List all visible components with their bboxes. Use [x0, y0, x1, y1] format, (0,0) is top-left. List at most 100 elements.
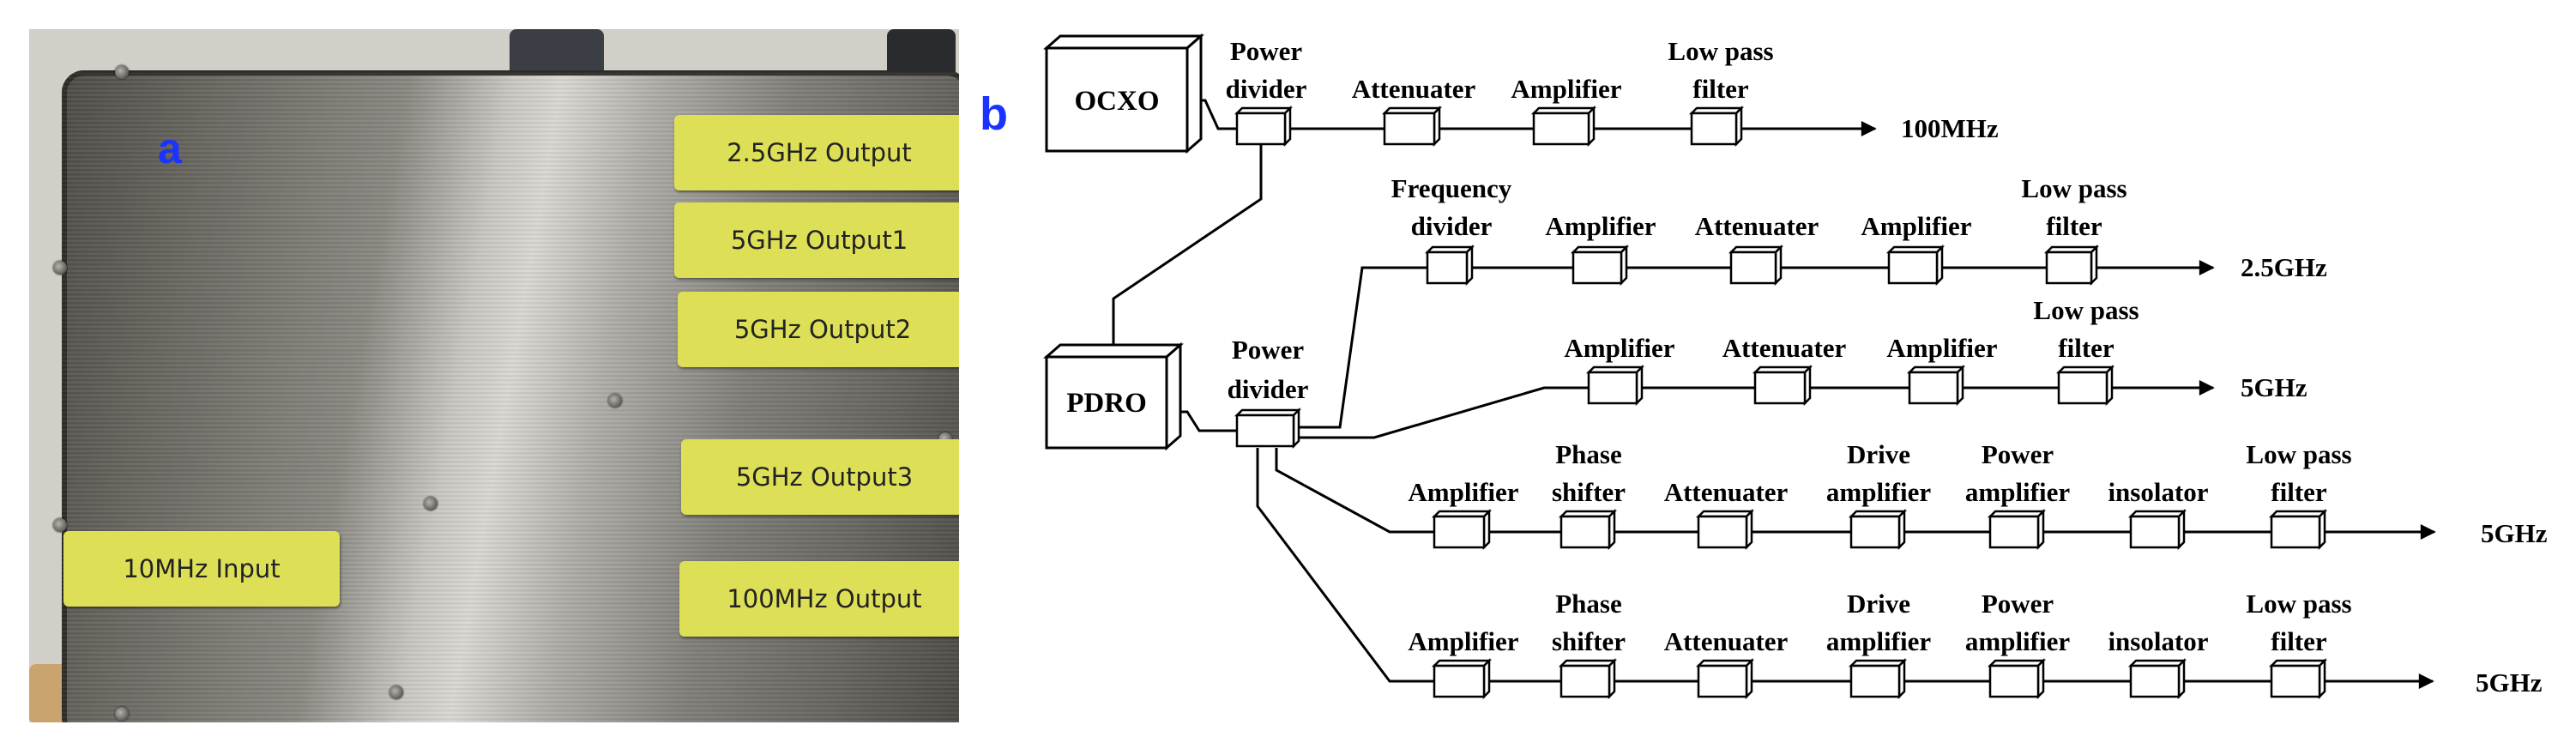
- amplifier-2a-block: [1570, 244, 1630, 287]
- label-100mhz-output: 100MHz Output: [679, 561, 959, 637]
- amplifier-3a-face: [1587, 371, 1638, 405]
- lpf-1-face: [1690, 112, 1738, 146]
- label-attenuater-3: Attenuater: [1722, 333, 1847, 363]
- label-lpf-3b: filter: [2058, 333, 2114, 363]
- amplifier-1-face: [1532, 112, 1590, 146]
- label-drive-amplifier-5b: amplifier: [1826, 626, 1931, 656]
- ocxo-label: OCXO: [1075, 86, 1160, 117]
- amplifier-3a-block: [1585, 364, 1645, 407]
- label-power-divider-2a: Power: [1232, 335, 1305, 365]
- label-power-divider-2b: divider: [1228, 374, 1309, 404]
- screw: [115, 707, 129, 721]
- label-10mhz-input: 10MHz Input: [63, 531, 340, 607]
- attenuater-4-face: [1697, 515, 1748, 549]
- label-amplifier-3b: Amplifier: [1886, 333, 1997, 363]
- label-lpf-4a: Low pass: [2246, 439, 2351, 469]
- block-labels: Power divider Attenuater Amplifier Low p…: [1226, 36, 2548, 698]
- phase-shifter-4-block: [1558, 508, 1618, 551]
- label-power-amplifier-4a: Power: [1982, 439, 2054, 469]
- label-attenuater-2: Attenuater: [1695, 211, 1819, 241]
- label-5ghz-output3: 5GHz Output3: [681, 439, 959, 515]
- lpf-1-block: [1688, 105, 1745, 148]
- phase-shifter-5-block: [1558, 657, 1618, 700]
- label-lpf-2a: Low pass: [2021, 173, 2127, 203]
- label-frequency-divider-b: divider: [1411, 211, 1493, 241]
- label-power-amplifier-5a: Power: [1982, 589, 2054, 619]
- label-lpf-2b: filter: [2046, 211, 2102, 241]
- attenuater-3-block: [1752, 364, 1813, 407]
- label-attenuater-5: Attenuater: [1664, 626, 1789, 656]
- screw: [608, 394, 622, 408]
- lpf-3-block: [2055, 364, 2115, 407]
- attenuater-5-face: [1697, 664, 1748, 698]
- label-drive-amplifier-4b: amplifier: [1826, 477, 1931, 507]
- drive-amplifier-4-block: [1848, 508, 1908, 551]
- output-2-5ghz: 2.5GHz: [2241, 252, 2327, 282]
- insolator-4-block: [2127, 508, 2187, 551]
- attenuater-1-face: [1383, 112, 1436, 146]
- label-power-divider-1b: divider: [1226, 74, 1307, 104]
- label-amplifier-4: Amplifier: [1408, 477, 1518, 507]
- power-divider-2-face: [1235, 414, 1295, 448]
- ocxo-block: OCXO: [1043, 33, 1204, 154]
- label-attenuater-4: Attenuater: [1664, 477, 1789, 507]
- wires: [1112, 99, 2436, 689]
- label-5ghz-output2: 5GHz Output2: [678, 292, 959, 367]
- power-amplifier-4-block: [1987, 508, 2047, 551]
- lpf-4-block: [2268, 508, 2328, 551]
- lpf-5-face: [2270, 664, 2321, 698]
- lpf-2-block: [2043, 244, 2100, 287]
- panel-a-letter: a: [158, 124, 182, 172]
- amplifier-4-block: [1431, 508, 1493, 551]
- insolator-5-block: [2127, 657, 2187, 700]
- label-lpf-3a: Low pass: [2033, 295, 2139, 325]
- label-frequency-divider-a: Frequency: [1391, 173, 1512, 203]
- hardware-photo: a 2.5GHz Output 5GHz Output1 5GHz Output…: [29, 29, 959, 722]
- label-amplifier-5: Amplifier: [1408, 626, 1518, 656]
- screw: [424, 497, 437, 510]
- power-divider-2-block: [1234, 407, 1302, 450]
- attenuater-3-face: [1753, 371, 1807, 405]
- amplifier-5-block: [1431, 657, 1493, 700]
- attenuater-5-block: [1695, 657, 1755, 700]
- amplifier-2a-face: [1572, 251, 1623, 285]
- label-amplifier-2b: Amplifier: [1861, 211, 1971, 241]
- power-amplifier-5-face: [1988, 664, 2040, 698]
- label-power-divider-1a: Power: [1230, 36, 1303, 66]
- label-lpf-1a: Low pass: [1668, 36, 1773, 66]
- label-drive-amplifier-4a: Drive: [1847, 439, 1910, 469]
- pdro-label: PDRO: [1066, 388, 1147, 419]
- screw: [115, 65, 129, 79]
- label-lpf-5b: filter: [2271, 626, 2327, 656]
- lpf-3-face: [2057, 371, 2108, 405]
- insolator-4-face: [2129, 515, 2181, 549]
- amplifier-3b-face: [1908, 371, 1959, 405]
- label-amplifier-2a: Amplifier: [1545, 211, 1656, 241]
- attenuater-1-block: [1381, 105, 1443, 148]
- power-amplifier-4-face: [1988, 515, 2040, 549]
- label-drive-amplifier-5a: Drive: [1847, 589, 1910, 619]
- output-5ghz-4: 5GHz: [2481, 518, 2548, 548]
- amplifier-2b-block: [1885, 244, 1946, 287]
- phase-shifter-4-face: [1559, 515, 1611, 549]
- power-divider-1-block: [1234, 105, 1294, 148]
- lpf-4-face: [2270, 515, 2321, 549]
- attenuater-2-block: [1728, 244, 1784, 287]
- amplifier-2b-face: [1887, 251, 1939, 285]
- label-2-5ghz-output: 2.5GHz Output: [674, 115, 959, 190]
- panel-b-letter: b: [980, 88, 1008, 140]
- frequency-divider-block: [1424, 244, 1475, 287]
- label-amplifier-3a: Amplifier: [1564, 333, 1674, 363]
- insolator-5-face: [2129, 664, 2181, 698]
- output-5ghz-5: 5GHz: [2476, 667, 2543, 698]
- label-lpf-4b: filter: [2271, 477, 2327, 507]
- label-phase-shifter-5b: shifter: [1552, 626, 1626, 656]
- label-attenuater-1: Attenuater: [1352, 74, 1476, 104]
- label-amplifier-1: Amplifier: [1511, 74, 1621, 104]
- label-insolator-4: insolator: [2108, 477, 2208, 507]
- power-amplifier-5-block: [1987, 657, 2047, 700]
- label-lpf-1b: filter: [1692, 74, 1749, 104]
- amplifier-5-face: [1433, 664, 1486, 698]
- label-phase-shifter-4a: Phase: [1555, 439, 1622, 469]
